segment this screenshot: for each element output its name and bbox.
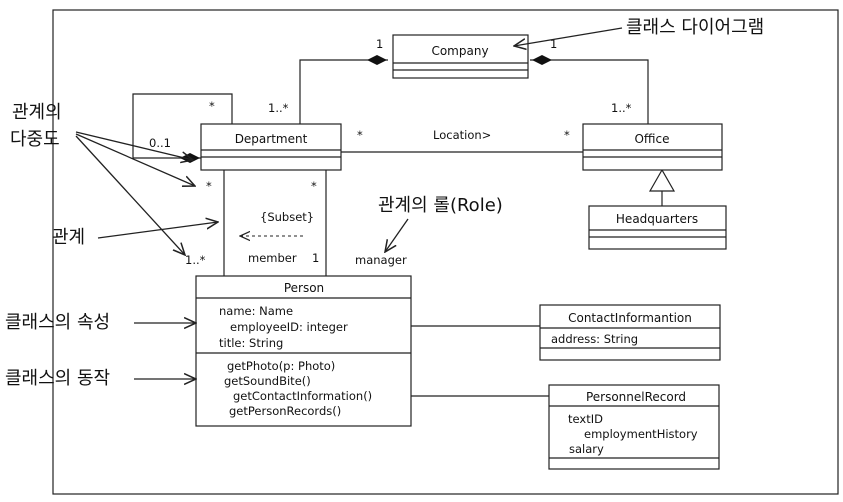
contact-attribute: address: String <box>551 332 638 346</box>
operations-annotation: 클래스의 동작 <box>5 368 110 389</box>
subset-label: {Subset} <box>260 210 314 224</box>
class-department[interactable]: Department <box>200 123 342 171</box>
department-name: Department <box>235 132 308 146</box>
class-diagram-pointer <box>514 27 623 46</box>
contact-name: ContactInformantion <box>568 311 692 325</box>
person-operation: getPersonRecords() <box>229 404 341 418</box>
class-person[interactable]: Person name: Name employeeID: integer ti… <box>195 275 412 427</box>
person-attribute: employeeID: integer <box>230 320 348 334</box>
multiplicity-label: * <box>311 179 317 193</box>
person-operation: getPhoto(p: Photo) <box>227 359 335 373</box>
company-department-link <box>299 59 388 126</box>
diagram-frame <box>52 9 839 495</box>
role-pointer <box>385 218 409 252</box>
company-office-link <box>530 59 649 124</box>
multiplicity-label: 0..1 <box>149 136 171 150</box>
multiplicity-annotation-line1: 관계의 <box>12 102 62 123</box>
person-name: Person <box>284 281 324 295</box>
multiplicity-label: * <box>209 99 215 113</box>
personnel-name: PersonnelRecord <box>586 390 686 404</box>
multiplicity-label: 1..* <box>611 101 632 115</box>
person-operation: getContactInformation() <box>233 389 372 403</box>
department-self-link <box>132 93 233 159</box>
person-attribute: name: Name <box>219 304 293 318</box>
headquarters-name: Headquarters <box>616 212 698 226</box>
multiplicity-label: 1..* <box>268 101 289 115</box>
multiplicity-label: * <box>206 179 212 193</box>
multiplicity-annotation-line2: 다중도 <box>10 129 60 150</box>
attributes-annotation: 클래스의 속성 <box>5 312 110 333</box>
personnel-attribute: employmentHistory <box>584 427 698 441</box>
personnel-attribute: salary <box>569 442 604 456</box>
multiplicity-label: 1 <box>312 251 319 265</box>
manager-role-label: manager <box>355 253 407 267</box>
multiplicity-label: 1 <box>376 37 383 51</box>
office-name: Office <box>634 132 669 146</box>
person-operation: getSoundBite() <box>224 374 311 388</box>
composition-diamond-company-office <box>532 55 552 65</box>
multiplicity-label: 1..* <box>185 253 206 267</box>
multiplicity-pointer <box>75 135 185 255</box>
role-annotation: 관계의 롤(Role) <box>378 195 503 216</box>
multiplicity-label: * <box>564 128 570 142</box>
location-label: Location> <box>433 128 491 142</box>
class-personnel-record[interactable]: PersonnelRecord textID employmentHistory… <box>548 384 720 470</box>
multiplicity-pointer <box>75 133 195 186</box>
generalization-triangle <box>648 168 676 192</box>
relationship-pointer <box>97 222 218 239</box>
member-role-label: member <box>248 251 297 265</box>
class-company[interactable]: Company <box>392 34 529 79</box>
multiplicity-label: * <box>357 128 363 142</box>
class-diagram-annotation: 클래스 다이어그램 <box>626 17 764 38</box>
class-contact-information[interactable]: ContactInformantion address: String <box>539 304 721 361</box>
relationship-annotation: 관계 <box>52 227 85 248</box>
class-office[interactable]: Office <box>582 123 723 171</box>
person-attribute: title: String <box>219 336 283 350</box>
multiplicity-pointer <box>75 131 193 160</box>
composition-diamond-company-dept <box>367 55 387 65</box>
personnel-attribute: textID <box>568 412 603 426</box>
company-name: Company <box>431 44 488 58</box>
multiplicity-label: 1 <box>550 37 557 51</box>
class-headquarters[interactable]: Headquarters <box>588 205 727 250</box>
